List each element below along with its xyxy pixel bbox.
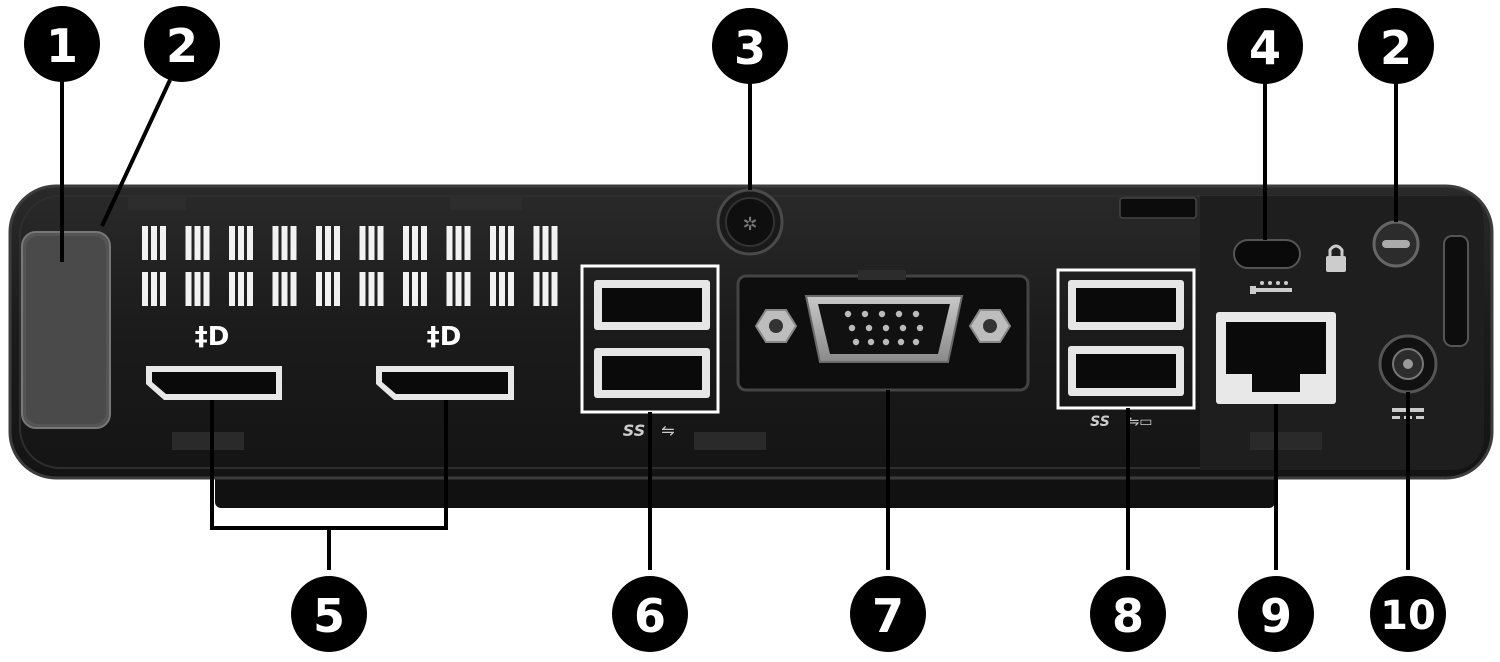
vent-slot (316, 272, 340, 306)
callout-label: 4 (1249, 21, 1281, 75)
rear-cover-latch (21, 231, 111, 429)
lock-icon (1326, 244, 1346, 272)
callout-label: 7 (872, 589, 904, 643)
vent-slot (185, 226, 210, 260)
vga-pin (912, 338, 920, 346)
vent-slot (359, 226, 384, 260)
vent-slot (142, 272, 166, 306)
vga-pin (861, 310, 869, 318)
vga-pin (878, 310, 886, 318)
vga-pin (897, 338, 905, 346)
leader-lines (60, 79, 1410, 570)
vent-slot (229, 226, 253, 260)
thumbscrew: ✲ (716, 188, 784, 256)
callout-1: 1 (24, 6, 100, 82)
callout-8: 8 (1090, 576, 1166, 652)
vent-slot (403, 272, 427, 306)
usb-icon: ⇋ (661, 421, 674, 440)
vent-slot (359, 272, 384, 306)
callout-label: 8 (1112, 589, 1144, 643)
vga-pin (844, 310, 852, 318)
usb3-label: SS (1090, 414, 1110, 430)
vent-slot (272, 226, 297, 260)
vent-slot (272, 272, 297, 306)
vga-pin (865, 324, 873, 332)
callout-2-left: 2 (144, 6, 220, 82)
network-icon (1250, 281, 1292, 294)
vga-pin (916, 324, 924, 332)
vent-slot (316, 226, 340, 260)
callout-9: 9 (1238, 576, 1314, 652)
vent-slot (185, 272, 210, 306)
callout-5: 5 (291, 576, 367, 652)
callout-label: 2 (166, 19, 198, 73)
vga-pin (867, 338, 875, 346)
callout-label: 3 (734, 21, 766, 75)
vent-slot (446, 226, 471, 260)
vent-slot (142, 226, 166, 260)
usb-ports-left: SS ⇋ (580, 264, 720, 440)
vga-pin (899, 324, 907, 332)
callout-label: 6 (634, 589, 666, 643)
vga-pin (912, 310, 920, 318)
callout-label: 1 (46, 19, 78, 73)
vga-pin (848, 324, 856, 332)
vent-slot (229, 272, 253, 306)
padlock-loop (1372, 220, 1420, 268)
vent-slot (403, 226, 427, 260)
vent-slot (446, 272, 471, 306)
vga-pin (882, 324, 890, 332)
vent-grille (142, 226, 558, 306)
usb3-label: SS (623, 421, 645, 440)
displayport-2: ‡D (376, 322, 514, 400)
callout-4: 4 (1227, 8, 1303, 84)
rj45-port (1216, 281, 1336, 404)
usb-charge-icon: ⇋▭ (1128, 414, 1153, 430)
vent-slot (533, 226, 558, 260)
callout-10: 10 (1370, 576, 1446, 652)
callout-label: 2 (1380, 21, 1412, 75)
vent-slot (490, 272, 514, 306)
callout-label: 5 (313, 589, 345, 643)
displayport-1: ‡D (146, 322, 282, 400)
vent-slot (533, 272, 558, 306)
vent-slot (490, 226, 514, 260)
callout-label: 9 (1260, 589, 1292, 643)
security-lock-slot (1233, 239, 1346, 272)
displayport-icon: ‡D (427, 322, 462, 352)
displayport-icon: ‡D (195, 322, 230, 352)
vga-pins (844, 310, 924, 346)
vga-pin (852, 338, 860, 346)
callout-2-right: 2 (1358, 8, 1434, 84)
callout-7: 7 (850, 576, 926, 652)
callout-label: 10 (1380, 593, 1436, 639)
callout-3: 3 (712, 8, 788, 84)
callout-6: 6 (612, 576, 688, 652)
vga-pin (895, 310, 903, 318)
svg-text:✲: ✲ (742, 214, 757, 235)
vga-port (736, 270, 1030, 392)
vga-pin (882, 338, 890, 346)
usb-ports-right: SS ⇋▭ (1056, 268, 1196, 430)
